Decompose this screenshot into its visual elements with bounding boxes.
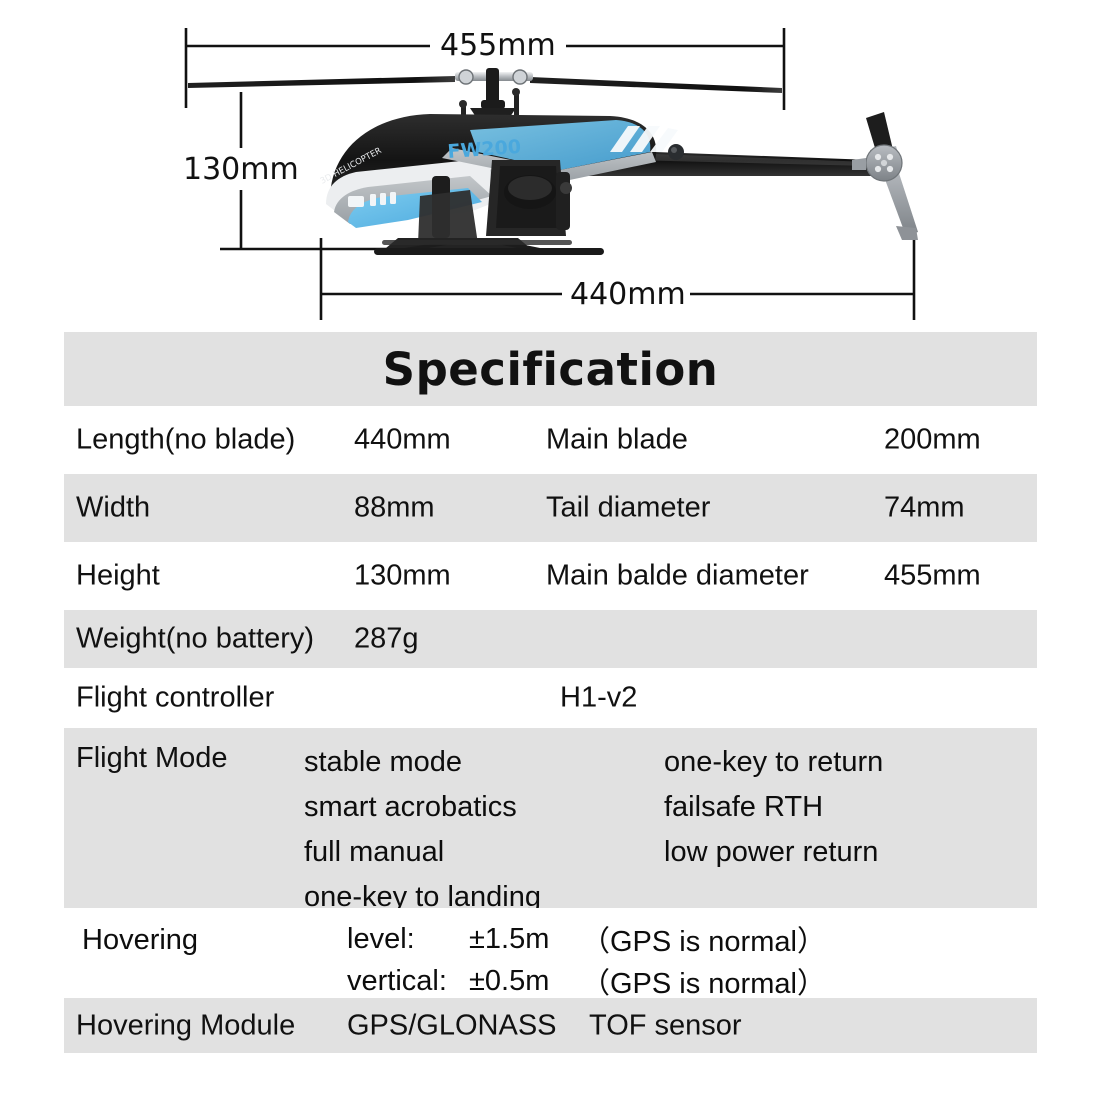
canopy-model-text: FW200 (447, 136, 522, 163)
table-row-hovering-module: Hovering Module GPS/GLONASS TOF sensor (64, 998, 1037, 1053)
table-row-hovering: Hovering level: ±1.5m （GPS is normal） ve… (64, 908, 1037, 1000)
specification-table: Specification Length(no blade) 440mm Mai… (64, 332, 1037, 1053)
row-label-height: Height (76, 559, 160, 592)
row-label-hovering-module: Hovering Module (76, 1009, 296, 1041)
dimension-440mm (319, 232, 916, 320)
hovering-value: ±0.5m (469, 964, 550, 997)
flight-mode-item: low power return (664, 836, 879, 868)
hovering-note: （GPS is normal） (581, 968, 826, 1000)
dimension-label-455mm: 455mm (440, 28, 556, 63)
hovering-key: level: (347, 922, 415, 955)
main-rotor-blades (188, 76, 782, 93)
row-label-flight-mode: Flight Mode (76, 742, 228, 774)
hovering-note: （GPS is normal） (581, 926, 826, 958)
hovering-values: level: ±1.5m （GPS is normal） vertical: ±… (347, 918, 826, 1002)
table-row: Width 88mm Tail diameter 74mm (64, 474, 1037, 542)
list-item: stable mode one-key to return (304, 740, 1004, 785)
row-value-main-blade: 200mm (884, 423, 981, 456)
row-label-main-blade-diameter: Main balde diameter (546, 559, 809, 592)
flight-mode-item: one-key to landing (304, 881, 541, 913)
dimension-label-130mm: 130mm (183, 152, 299, 187)
row-label-hovering: Hovering (82, 924, 199, 956)
airframe (418, 160, 572, 244)
hovering-value: ±1.5m (469, 922, 550, 955)
row-value-main-blade-diameter: 455mm (884, 559, 981, 592)
hovering-key: vertical: (347, 964, 447, 997)
helicopter-illustration: FW200 FLYWING 3D HELICOPTER (184, 28, 918, 320)
row-value-length: 440mm (354, 423, 451, 456)
flight-mode-item: full manual (304, 836, 445, 868)
row-value-flight-controller: H1-v2 (560, 681, 638, 714)
row-label-tail-diameter: Tail diameter (546, 491, 711, 524)
row-label-width: Width (76, 491, 151, 524)
flight-mode-list: stable mode one-key to return smart acro… (304, 740, 1004, 920)
list-item: one-key to landing (304, 875, 1004, 920)
row-label-flight-controller: Flight controller (76, 681, 275, 714)
flight-mode-item: failsafe RTH (664, 791, 824, 823)
page-title: Specification (382, 342, 719, 396)
table-row: Weight(no battery) 287g (64, 610, 1037, 668)
table-row: Length(no blade) 440mm Main blade 200mm (64, 406, 1037, 474)
hovering-module-tof: TOF sensor (589, 1009, 742, 1041)
flight-mode-item: one-key to return (664, 746, 884, 778)
list-item: full manual low power return (304, 830, 1004, 875)
flight-mode-item: smart acrobatics (304, 791, 517, 823)
row-label-weight: Weight(no battery) (76, 622, 315, 655)
row-label-main-blade: Main blade (546, 423, 688, 456)
list-item: vertical: ±0.5m （GPS is normal） (347, 960, 826, 1002)
row-label-length: Length(no blade) (76, 423, 296, 456)
landing-gear (374, 238, 604, 255)
tail-rotor (852, 112, 918, 240)
row-value-weight: 287g (354, 622, 419, 655)
hovering-module-gnss: GPS/GLONASS (347, 1009, 557, 1041)
product-diagram: FW200 FLYWING 3D HELICOPTER (0, 0, 1100, 330)
dimension-455mm (184, 28, 786, 110)
flight-mode-item: stable mode (304, 746, 462, 778)
row-value-width: 88mm (354, 491, 435, 524)
row-value-tail-diameter: 74mm (884, 491, 965, 524)
specification-header: Specification (64, 332, 1037, 406)
list-item: level: ±1.5m （GPS is normal） (347, 918, 826, 960)
list-item: smart acrobatics failsafe RTH (304, 785, 1004, 830)
row-value-height: 130mm (354, 559, 451, 592)
main-rotor-head (455, 68, 533, 120)
table-row-flight-mode: Flight Mode stable mode one-key to retur… (64, 728, 1037, 913)
table-row: Height 130mm Main balde diameter 455mm (64, 542, 1037, 610)
dimension-label-440mm: 440mm (570, 277, 686, 312)
table-row: Flight controller H1-v2 (64, 668, 1037, 728)
